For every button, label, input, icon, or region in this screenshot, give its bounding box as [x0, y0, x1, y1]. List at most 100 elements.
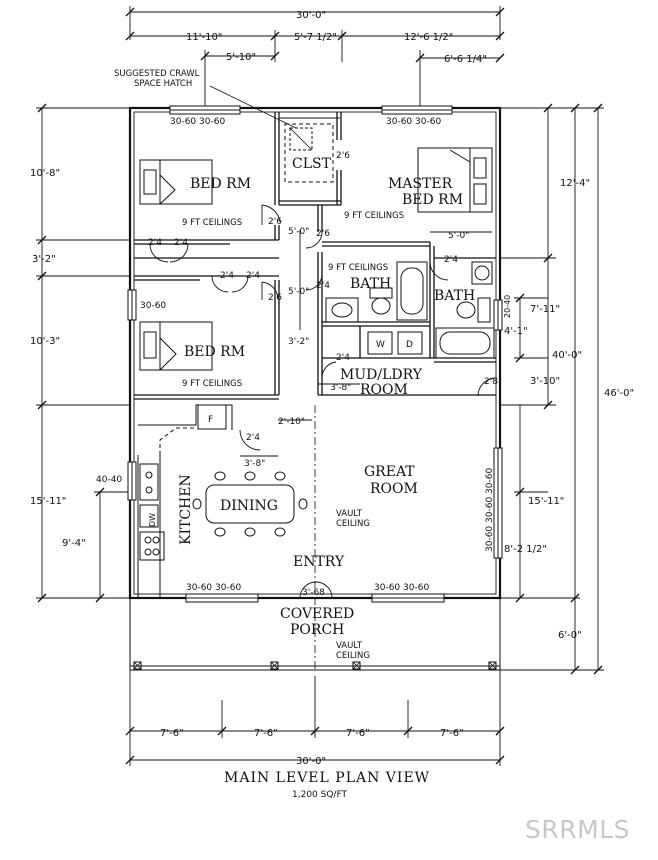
note-ceil-master: 9 FT CEILINGS [344, 211, 404, 221]
notes: SUGGESTED CRAWL SPACE HATCH 9 FT CEILING… [114, 69, 404, 661]
win-bath-side: 20-40 [503, 295, 512, 318]
dim-right-e: 15'-11" [528, 496, 564, 507]
windows [127, 105, 503, 603]
door-swings [149, 204, 497, 599]
dim-hall-b: 5'-0" [288, 287, 309, 297]
dim-right-d: 3'-10" [530, 376, 560, 387]
room-entry: ENTRY [293, 554, 345, 570]
room-mud-line1: MUD/LDRY [340, 367, 423, 383]
dim-right-b: 7'-11" [530, 304, 560, 315]
room-bath-2: BATH [434, 288, 475, 304]
door-entry: 3'-68 [302, 588, 325, 598]
note-crawl-2: SPACE HATCH [134, 79, 192, 89]
appliance-washer: W [376, 340, 385, 350]
dimension-labels: 30'-0" 11'-10" 5'-7 1/2" 12'-6 1/2" 5'-1… [30, 10, 634, 767]
dim-hall-d: 3'-8" [330, 383, 351, 393]
watermark: SRRMLS [525, 815, 630, 844]
room-mud-line2: ROOM [360, 382, 408, 398]
plan-subtitle: 1,200 SQ/FT [292, 790, 347, 800]
dim-left-b: 3'-2" [32, 254, 56, 265]
dim-top-overall: 30'-0" [296, 10, 326, 21]
room-bed-rm-2: BED RM [184, 344, 245, 360]
dim-kit-b: 3'-8" [244, 459, 265, 469]
interior-walls [134, 112, 496, 400]
room-porch-line2: PORCH [290, 622, 344, 638]
win-bed2-side: 30-60 [140, 301, 166, 311]
dim-bottom-overall: 30'-0" [296, 756, 326, 767]
dim-bottom-d: 7'-6" [440, 728, 464, 739]
dim-right-mid: 40'-0" [552, 350, 582, 361]
dim-right-g: 6'-0" [558, 630, 582, 641]
dim-bottom-a: 7'-6" [160, 728, 184, 739]
room-master-line2: BED RM [402, 192, 463, 208]
room-great-line1: GREAT [364, 464, 415, 480]
win-master-top: 30-60 30-60 [386, 117, 441, 127]
door-bath2: 2'4 [444, 255, 458, 265]
door-hall-3: 2'4 [246, 271, 260, 281]
win-great-side: 30-60 30-60 30-60 [485, 468, 495, 552]
dim-left-d: 15'-11" [30, 496, 66, 507]
dim-top-e: 6'-6 1/4" [444, 54, 487, 65]
dim-top-b: 5'-7 1/2" [294, 32, 337, 43]
dim-hall-c: 3'-2" [288, 337, 309, 347]
door-hall: 2'6 [316, 229, 330, 239]
note-vault1-2: CEILING [336, 519, 370, 529]
dim-bottom-b: 7'-6" [254, 728, 278, 739]
plan-title: MAIN LEVEL PLAN VIEW [224, 770, 430, 786]
door-clst: 2'6 [336, 151, 350, 161]
appliance-fridge: F [208, 415, 213, 425]
door-bed1-door: 2'6 [268, 217, 282, 227]
dim-right-overall: 46'-0" [604, 388, 634, 399]
dim-master-a: 5'-0" [448, 231, 469, 241]
window-labels: 30-60 30-60 30-60 30-60 30-60 40-40 20-4… [96, 117, 512, 593]
dimension-ticks [37, 7, 603, 765]
door-hall-2: 2'4 [220, 271, 234, 281]
note-vault1-1: VAULT [336, 509, 363, 519]
room-bath-1: BATH [350, 276, 391, 292]
room-master-line1: MASTER [388, 176, 453, 192]
dim-top-c: 12'-6 1/2" [404, 32, 453, 43]
room-kitchen: KITCHEN [178, 474, 194, 545]
note-vault2-2: CEILING [336, 651, 370, 661]
room-great-line2: ROOM [370, 481, 418, 497]
door-bed2: 2'6 [268, 293, 282, 303]
win-front-left: 30-60 30-60 [186, 583, 241, 593]
note-ceil-bed1: 9 FT CEILINGS [182, 218, 242, 228]
room-labels: BED RM CLST MASTER BED RM BATH BATH BED … [178, 156, 475, 638]
room-bed-rm-1: BED RM [190, 176, 251, 192]
dim-left-e: 9'-4" [62, 538, 86, 549]
dim-hall-a: 5'-0" [288, 227, 309, 237]
note-ceil-bed2: 9 FT CEILINGS [182, 379, 242, 389]
room-porch-line1: COVERED [280, 606, 354, 622]
appliance-dryer: D [406, 340, 413, 350]
win-kitchen-side: 40-40 [96, 475, 122, 485]
room-clst: CLST [292, 156, 332, 172]
door-side: 2'8 [484, 377, 498, 387]
door-labels: 2'6 2'4 2'4 2'6 2'6 2'4 2'4 2'6 2'4 2'4 … [148, 151, 498, 598]
appliance-labels: DW W D F [148, 340, 413, 527]
dim-kit-a: 2'-10" [278, 417, 305, 427]
win-bed1-top: 30-60 30-60 [170, 117, 225, 127]
door-bath: 2'4 [316, 281, 330, 291]
dim-right-f: 8'-2 1/2" [504, 544, 547, 555]
dim-left-a: 10'-8" [30, 168, 60, 179]
dim-left-c: 10'-3" [30, 336, 60, 347]
dim-top-d: 5'-10" [226, 52, 256, 63]
door-pantry: 2'4 [246, 433, 260, 443]
win-front-right: 30-60 30-60 [374, 583, 429, 593]
dim-right-c: 4'-1" [504, 326, 528, 337]
dim-bottom-c: 7'-6" [346, 728, 370, 739]
room-dining: DINING [220, 498, 278, 514]
door-bed1-a: 2'4 [148, 238, 162, 248]
crawl-leader [209, 85, 297, 129]
note-vault2-1: VAULT [336, 641, 363, 651]
dim-right-a: 12'-4" [560, 178, 590, 189]
door-bed1-b: 2'4 [174, 238, 188, 248]
dim-top-a: 11'-10" [186, 32, 222, 43]
note-crawl-1: SUGGESTED CRAWL [114, 69, 200, 79]
note-ceil-bath: 9 FT CEILINGS [328, 263, 388, 273]
appliance-dw: DW [148, 513, 157, 527]
dimension-lines [36, 6, 604, 766]
door-mud: 2'4 [336, 353, 350, 363]
